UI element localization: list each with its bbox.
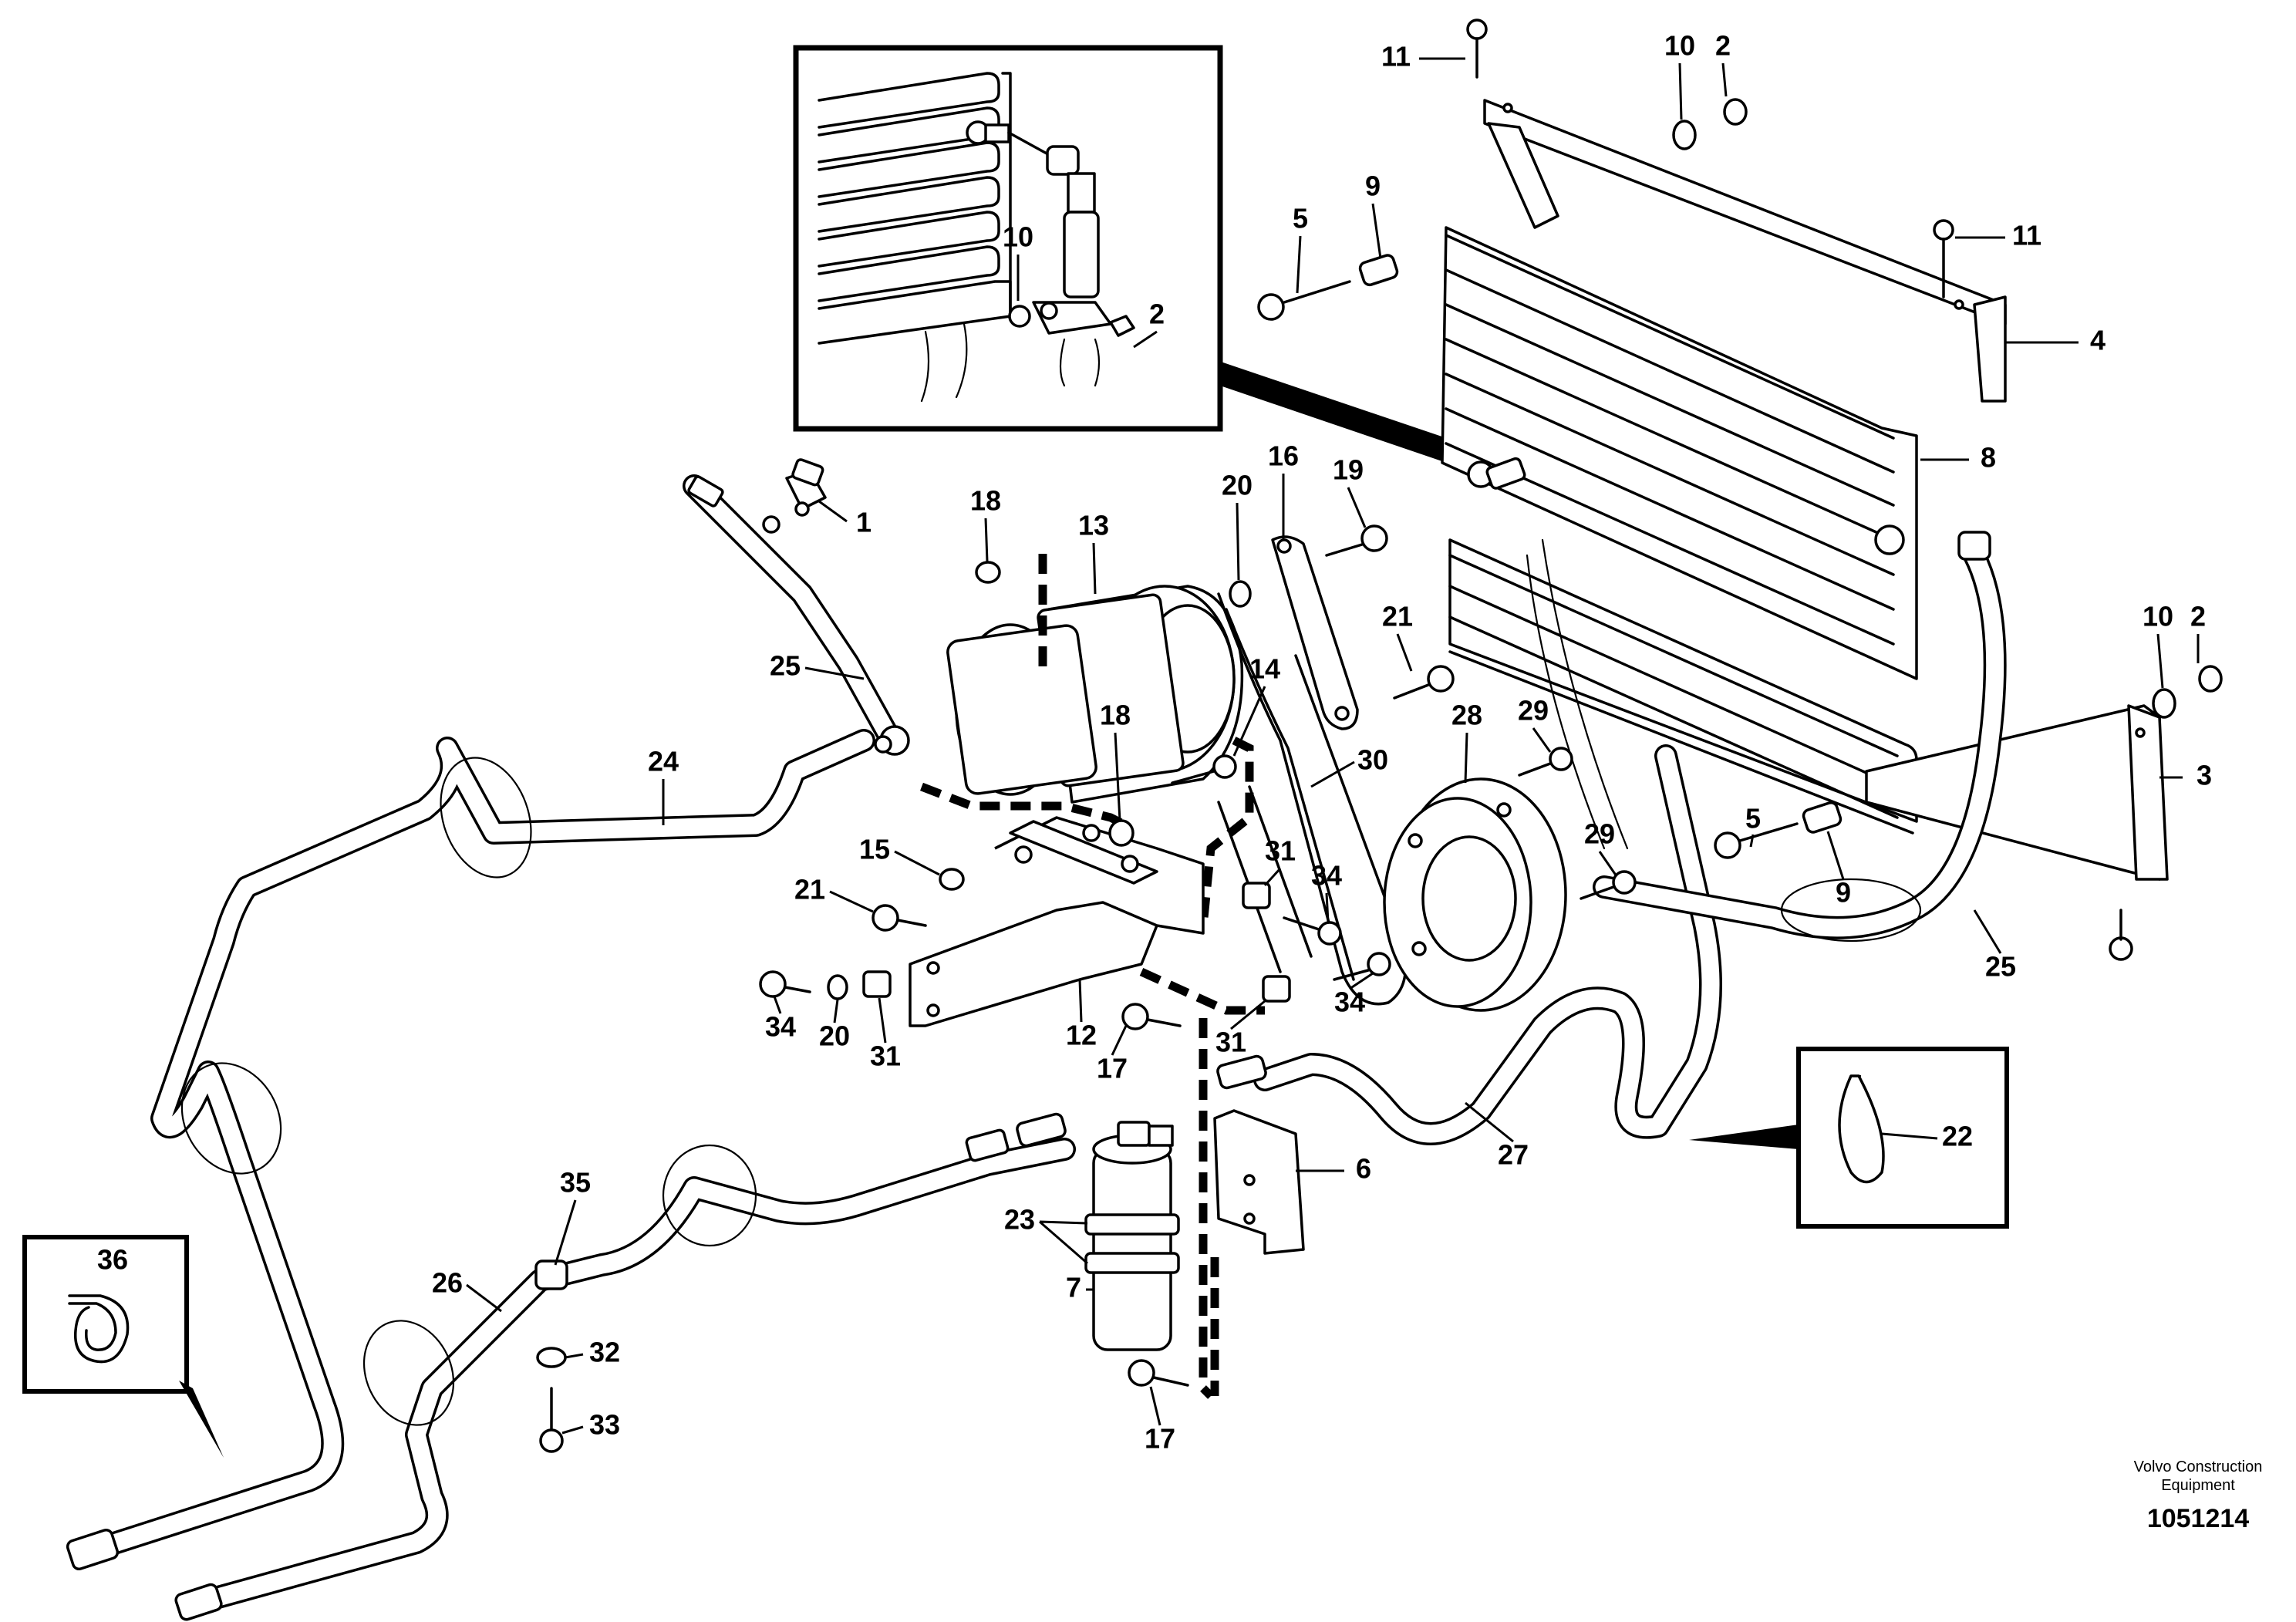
compressor: [874, 585, 1244, 804]
callout-20a: 20: [1222, 470, 1253, 501]
callout-25b: 25: [1985, 951, 2016, 983]
callout-33: 33: [589, 1409, 620, 1441]
callout-31c: 31: [1215, 1027, 1246, 1058]
callout-32: 32: [589, 1337, 620, 1368]
condenser: [1441, 99, 2169, 881]
callout-4: 4: [2090, 325, 2106, 356]
company-name-line2: Equipment: [2161, 1477, 2235, 1494]
callout-30: 30: [1357, 744, 1388, 776]
callout-9a: 9: [1365, 170, 1381, 202]
callout-1: 1: [856, 507, 872, 538]
callout-12: 12: [1066, 1020, 1097, 1051]
callout-26: 26: [432, 1267, 463, 1299]
callout-24: 24: [648, 746, 679, 777]
inset-cable-tie: [1689, 1047, 2009, 1229]
inset-detail-hose-connection: [793, 45, 1471, 470]
drawing-number: 1051214: [2147, 1504, 2249, 1533]
callout-9b: 9: [1836, 877, 1851, 909]
callout-13: 13: [1078, 510, 1109, 541]
callout-28: 28: [1451, 700, 1482, 731]
inset-p-clamp: [22, 1235, 224, 1458]
callout-34b: 34: [765, 1011, 796, 1043]
callout-21b: 21: [794, 874, 825, 905]
callout-17a: 17: [1097, 1053, 1128, 1084]
callout-8: 8: [1981, 442, 1996, 474]
callout-11a: 11: [1381, 41, 1411, 73]
drier-bracket: [1213, 1109, 1305, 1255]
callout-2c: 2: [2190, 601, 2206, 632]
fittings: [66, 457, 1991, 1621]
callout-20b: 20: [819, 1020, 850, 1052]
callout-10c: 10: [2143, 601, 2173, 632]
callout-3: 3: [2197, 760, 2212, 791]
callout-7: 7: [1066, 1272, 1081, 1303]
receiver-drier: [1084, 1121, 1180, 1351]
company-name-line1: Volvo Construction: [2134, 1458, 2263, 1475]
callout-29b: 29: [1584, 818, 1615, 850]
callout-6: 6: [1356, 1153, 1371, 1185]
callout-35: 35: [560, 1167, 591, 1199]
callout-31a: 31: [1265, 835, 1296, 867]
footer: Volvo Construction Equipment 1051214: [2134, 1458, 2263, 1533]
inset-condenser-fins: [818, 72, 1012, 403]
hoses: [81, 474, 2007, 1616]
callout-numbers: 1222345567899101010111112131415161717181…: [97, 30, 2212, 1455]
callout-2b: 2: [1149, 298, 1165, 330]
callout-22: 22: [1942, 1121, 1973, 1152]
leader-lines: [466, 57, 2200, 1435]
callout-31b: 31: [870, 1040, 901, 1072]
callout-27: 27: [1498, 1139, 1529, 1171]
callout-29a: 29: [1518, 695, 1549, 727]
callout-21a: 21: [1382, 601, 1413, 632]
callout-16: 16: [1268, 440, 1299, 472]
callout-10a: 10: [1664, 30, 1695, 62]
tensioner-arm: [1271, 535, 1359, 730]
callout-34a: 34: [1311, 860, 1342, 892]
upper-bracket: [1483, 99, 2007, 403]
callout-5b: 5: [1745, 803, 1761, 835]
callout-18a: 18: [970, 485, 1001, 517]
callout-14: 14: [1249, 653, 1280, 685]
fasteners: [534, 19, 2223, 1453]
callout-5a: 5: [1293, 203, 1308, 234]
lower-bracket: [1865, 704, 2169, 881]
assembly-dashed-lines: [920, 554, 1265, 1399]
callout-11b: 11: [2012, 220, 2041, 251]
callout-10b: 10: [1003, 221, 1033, 253]
callout-34c: 34: [1334, 986, 1365, 1018]
callout-18b: 18: [1100, 700, 1131, 731]
callout-23: 23: [1004, 1204, 1035, 1236]
cable-ties: [180, 757, 1922, 1426]
callout-36: 36: [97, 1244, 128, 1276]
callout-17b: 17: [1145, 1423, 1175, 1455]
callout-19: 19: [1333, 454, 1364, 486]
callout-15: 15: [859, 834, 890, 865]
callout-2a: 2: [1715, 30, 1731, 62]
compressor-bracket: [909, 816, 1205, 1027]
inset-hose-fitting: [966, 120, 1135, 387]
callout-25a: 25: [770, 650, 801, 682]
pulley: [1383, 777, 1567, 1012]
